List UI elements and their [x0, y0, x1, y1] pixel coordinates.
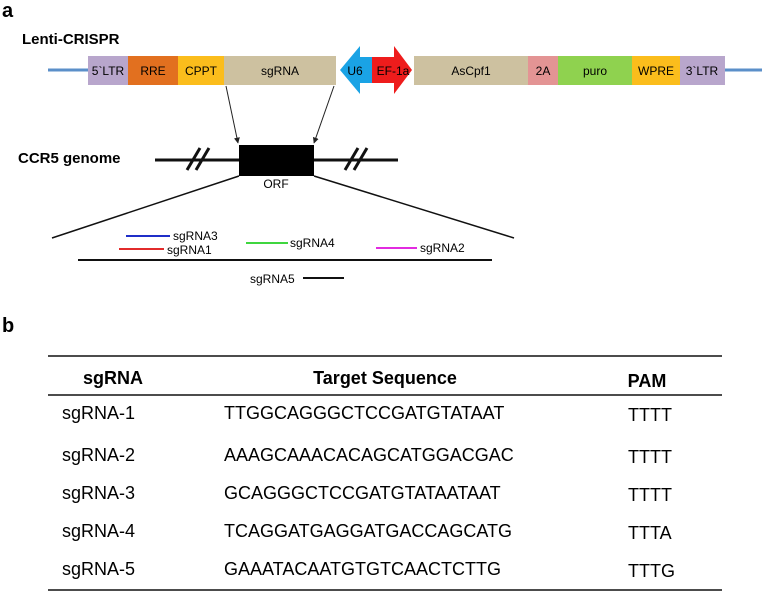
svg-text:AAAGCAAACACAGCATGGACGAC: AAAGCAAACACAGCATGGACGAC: [224, 445, 514, 465]
svg-text:2A: 2A: [536, 64, 551, 78]
promoter-ef1a-arrow: EF-1a: [372, 46, 412, 94]
segment-2a: 2A: [528, 56, 558, 85]
svg-text:sgRNA4: sgRNA4: [290, 236, 335, 250]
svg-text:sgRNA-2: sgRNA-2: [62, 445, 135, 465]
svg-text:sgRNA-5: sgRNA-5: [62, 559, 135, 579]
sgrna2-mark: sgRNA2: [376, 241, 465, 255]
svg-text:GAAATACAATGTGTCAACTCTTG: GAAATACAATGTGTCAACTCTTG: [224, 559, 501, 579]
pointer-arrow-left: [225, 85, 240, 144]
svg-text:U6: U6: [347, 64, 363, 78]
svg-text:TTTT: TTTT: [628, 447, 672, 467]
zoom-line-right: [313, 175, 515, 239]
vector-label: Lenti-CRISPR: [22, 31, 120, 48]
svg-text:TTGGCAGGGCTCCGATGTATAAT: TTGGCAGGGCTCCGATGTATAAT: [224, 403, 504, 423]
table-row: sgRNA-2 AAAGCAAACACAGCATGGACGAC TTTT: [62, 445, 672, 467]
segment-5ltr: 5`LTR: [88, 56, 128, 85]
break-mark-left: [185, 147, 211, 171]
sgrna1-mark: sgRNA1: [119, 243, 212, 257]
segment-cppt: CPPT: [178, 56, 224, 85]
sgrna3-mark: sgRNA3: [126, 229, 218, 243]
panel-b-letter: b: [2, 315, 14, 337]
svg-text:TTTA: TTTA: [628, 523, 672, 543]
sgrna4-mark: sgRNA4: [246, 236, 335, 250]
svg-text:TCAGGATGAGGATGACCAGCATG: TCAGGATGAGGATGACCAGCATG: [224, 521, 512, 541]
svg-text:sgRNA2: sgRNA2: [420, 241, 465, 255]
segment-rre: RRE: [128, 56, 178, 85]
header-sgrna: sgRNA: [83, 368, 143, 388]
svg-text:TTTG: TTTG: [628, 561, 675, 581]
segment-puro: puro: [558, 56, 632, 85]
svg-text:TTTT: TTTT: [628, 485, 672, 505]
svg-text:AsCpf1: AsCpf1: [451, 64, 491, 78]
svg-text:GCAGGGCTCCGATGTATAATAAT: GCAGGGCTCCGATGTATAATAAT: [224, 483, 501, 503]
svg-text:sgRNA-1: sgRNA-1: [62, 403, 135, 423]
segment-ascpf1: AsCpf1: [414, 56, 528, 85]
svg-text:sgRNA5: sgRNA5: [250, 272, 295, 286]
svg-text:3`LTR: 3`LTR: [686, 64, 719, 78]
zoom-line-left: [51, 175, 240, 239]
table-row: sgRNA-4 TCAGGATGAGGATGACCAGCATG TTTA: [62, 521, 672, 543]
svg-text:puro: puro: [583, 64, 607, 78]
svg-text:sgRNA3: sgRNA3: [173, 229, 218, 243]
svg-text:WPRE: WPRE: [638, 64, 674, 78]
promoter-u6-arrow: U6: [340, 46, 372, 94]
genome-label: CCR5 genome: [18, 150, 121, 167]
header-pam: PAM: [628, 371, 667, 391]
svg-text:5`LTR: 5`LTR: [92, 64, 125, 78]
svg-text:sgRNA-4: sgRNA-4: [62, 521, 135, 541]
svg-text:RRE: RRE: [140, 64, 165, 78]
svg-text:sgRNA1: sgRNA1: [167, 243, 212, 257]
orf-box: [239, 145, 314, 176]
table-row: sgRNA-3 GCAGGGCTCCGATGTATAATAAT TTTT: [62, 483, 672, 505]
segment-sgrna: sgRNA: [224, 56, 336, 85]
orf-label: ORF: [263, 177, 288, 191]
sgrna5-mark: sgRNA5: [250, 272, 344, 286]
svg-text:CPPT: CPPT: [185, 64, 218, 78]
header-target-sequence: Target Sequence: [313, 368, 457, 388]
svg-text:TTTT: TTTT: [628, 405, 672, 425]
pointer-arrow-right: [312, 85, 335, 144]
svg-text:EF-1a: EF-1a: [377, 64, 410, 78]
table-row: sgRNA-5 GAAATACAATGTGTCAACTCTTG TTTG: [62, 559, 675, 581]
table-row: sgRNA-1 TTGGCAGGGCTCCGATGTATAAT TTTT: [62, 403, 672, 425]
svg-text:sgRNA-3: sgRNA-3: [62, 483, 135, 503]
svg-text:sgRNA: sgRNA: [261, 64, 299, 78]
panel-a-letter: a: [2, 0, 14, 22]
break-mark-right: [343, 147, 369, 171]
segment-3ltr: 3`LTR: [680, 56, 725, 85]
segment-wpre: WPRE: [632, 56, 680, 85]
